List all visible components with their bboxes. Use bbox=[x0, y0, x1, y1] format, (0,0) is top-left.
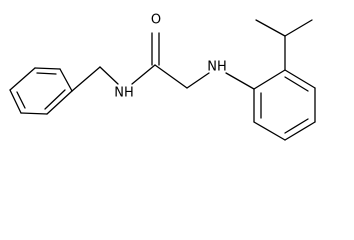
ch2-to-amine-bond bbox=[186, 72, 210, 89]
aromatic-inner-bond bbox=[44, 89, 66, 110]
benzyl-ring bbox=[9, 67, 73, 115]
bond bbox=[284, 69, 316, 89]
bond bbox=[9, 89, 22, 114]
carbonyl-oxygen-label: O bbox=[151, 13, 161, 28]
bond bbox=[253, 121, 286, 141]
isopropyl-group bbox=[255, 19, 313, 71]
bond bbox=[59, 68, 73, 92]
benzyl-ch2-bond bbox=[71, 66, 101, 92]
aromatic-inner-bond bbox=[284, 76, 309, 92]
aromatic-inner-bond bbox=[36, 72, 57, 75]
chemical-structure-diagram: NH O NH bbox=[9, 13, 316, 141]
carbonyl-to-ch2-bond bbox=[154, 64, 188, 89]
bond bbox=[284, 121, 316, 141]
aromatic-inner-bond bbox=[284, 118, 309, 134]
bond bbox=[34, 67, 61, 70]
amine-to-aryl-bond bbox=[225, 72, 255, 90]
aryl-ring bbox=[253, 69, 316, 141]
amine-nh-label: NH bbox=[207, 60, 227, 75]
bond bbox=[253, 69, 286, 90]
ch2-to-nh-bond bbox=[99, 66, 119, 85]
bond bbox=[284, 19, 313, 37]
aromatic-inner-bond bbox=[16, 91, 26, 109]
nh-to-carbonyl-bond bbox=[131, 64, 156, 85]
bond bbox=[255, 19, 286, 37]
bond bbox=[20, 112, 48, 115]
bond bbox=[9, 67, 36, 91]
bond bbox=[46, 90, 73, 115]
amide-nh-label: NH bbox=[114, 86, 134, 101]
